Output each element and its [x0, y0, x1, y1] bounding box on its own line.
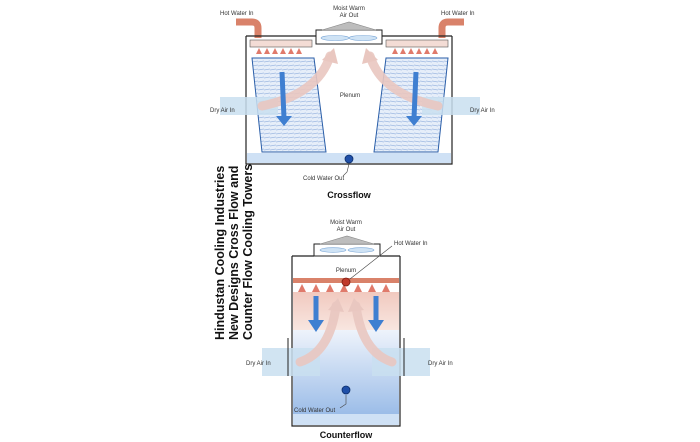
ctf-hot-water-leader	[349, 245, 393, 280]
cf-nozzles-right	[392, 48, 438, 54]
counterflow-caption: Counterflow	[320, 430, 373, 440]
cf-dry-air-in-left-label: Dry Air In	[210, 108, 235, 114]
cf-water-head-right	[406, 116, 422, 126]
crossflow-caption: Crossflow	[327, 190, 372, 200]
cf-warm-air-arrow-left	[257, 51, 335, 111]
counterflow-diagram: Moist Warm Air Out Hot Water In Plenum D…	[246, 220, 453, 440]
side-title-line2: New Designs Cross Flow and	[227, 166, 241, 340]
cf-warm-air-head-right	[362, 48, 378, 64]
ctf-fill-media	[293, 292, 399, 330]
side-title-line1: Hindustan Cooling Industries	[213, 166, 227, 340]
ctf-casing	[291, 255, 401, 427]
cf-fan-hood	[321, 21, 377, 31]
ctf-moist-warm-label: Moist Warm	[330, 220, 362, 226]
cf-nozzles-left	[256, 48, 302, 54]
cf-warm-air-head-left	[322, 48, 338, 64]
ctf-fan-blade-right	[347, 247, 375, 253]
ctf-dry-air-in-right-label: Dry Air In	[428, 361, 453, 367]
cf-plenum-label: Plenum	[340, 93, 360, 99]
cf-cold-water-leader	[342, 163, 350, 177]
ctf-hot-water-inlet	[341, 277, 351, 287]
ctf-fan-blade-left	[319, 247, 347, 253]
cf-fan-blade-right	[348, 35, 378, 41]
side-title-line3: Counter Flow Cooling Towers	[241, 164, 255, 340]
ctf-fan-hood	[319, 235, 375, 245]
ctf-hot-water-in-label: Hot Water In	[394, 241, 427, 247]
cf-moist-warm-label: Moist Warm	[333, 6, 365, 12]
ctf-dry-air-in-left-label: Dry Air In	[246, 361, 271, 367]
ctf-warm-air-head-left	[328, 298, 344, 312]
cf-cold-water-out-label: Cold Water Out	[303, 176, 344, 182]
cf-fan-blade-left	[320, 35, 350, 41]
ctf-cold-basin	[293, 414, 399, 425]
cf-dry-air-in-right-label: Dry Air In	[470, 108, 495, 114]
ctf-cold-water-outlet	[341, 385, 351, 395]
ctf-water-head-right	[368, 320, 384, 332]
cf-cold-water-outlet	[344, 154, 354, 164]
ctf-warm-air-head-right	[348, 298, 364, 312]
cf-warm-air-arrow-right	[365, 51, 443, 111]
cf-water-arrow-right	[411, 71, 419, 119]
cf-air-out-label: Air Out	[340, 13, 359, 19]
cf-hot-basin-left	[249, 39, 313, 48]
hot-water-in-right-label: Hot Water In	[441, 11, 474, 17]
hot-water-pipe-left	[236, 18, 262, 38]
crossflow-diagram: Hot Water In Hot Water In Moist Warm Air…	[210, 6, 495, 200]
ctf-plenum-label: Plenum	[336, 268, 356, 274]
ctf-warm-air-arrow-left	[295, 301, 341, 367]
ctf-cold-water-out-label: Cold Water Out	[294, 408, 335, 414]
ctf-warm-air-arrow-right	[351, 301, 397, 367]
cf-water-arrow-left	[279, 71, 287, 119]
ctf-cold-water-leader	[339, 395, 347, 409]
side-title: Hindustan Cooling Industries New Designs…	[213, 164, 255, 340]
hot-water-in-left-label: Hot Water In	[220, 11, 253, 17]
ctf-water-head-left	[308, 320, 324, 332]
cf-water-head-left	[276, 116, 292, 126]
ctf-nozzles	[298, 284, 390, 292]
hot-water-pipe-right	[438, 18, 464, 38]
ctf-air-out-label: Air Out	[337, 227, 356, 233]
cf-hot-basin-right	[385, 39, 449, 48]
